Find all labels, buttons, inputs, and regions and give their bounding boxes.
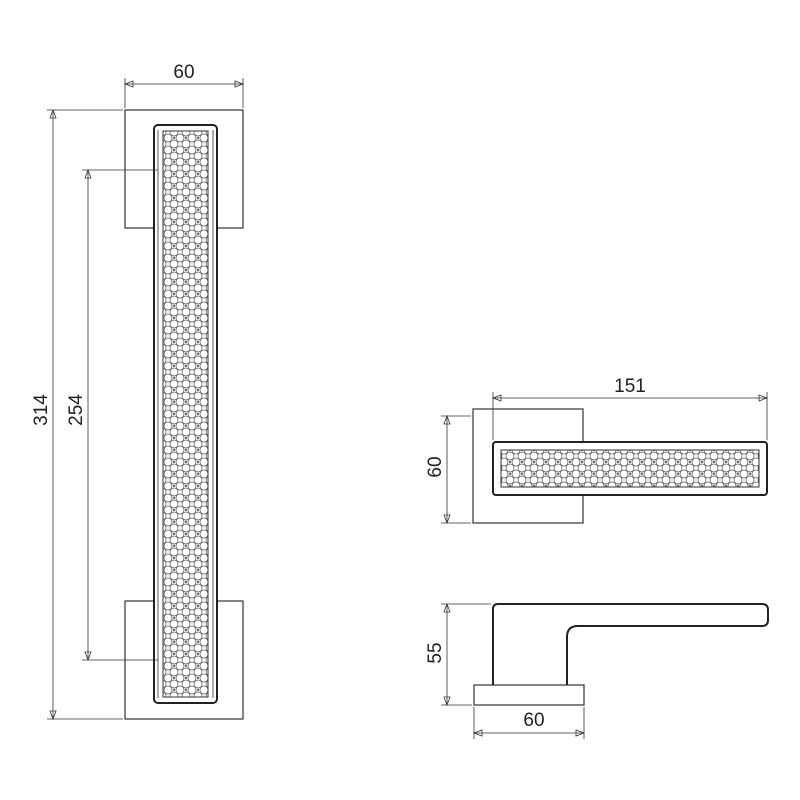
dim-label-lever-length: 151 <box>614 376 646 397</box>
lever-arm-side <box>492 603 769 685</box>
dim-label-overall-length: 314 <box>31 394 52 426</box>
lever-rose-side <box>473 684 585 706</box>
dim-label-lever-rose-width: 60 <box>523 710 544 731</box>
lever-side-view: 55 60 <box>425 602 769 739</box>
front-view: 60 314 254 <box>31 62 245 721</box>
dim-label-center-distance: 254 <box>66 394 87 426</box>
dim-label-lever-height: 55 <box>425 642 446 663</box>
handle-inlay <box>162 130 209 698</box>
lever-top-view: 151 60 <box>425 376 769 525</box>
dim-label-front-width: 60 <box>173 62 194 83</box>
dim-label-lever-rose-height: 60 <box>425 456 446 477</box>
lever-inlay <box>500 449 760 488</box>
